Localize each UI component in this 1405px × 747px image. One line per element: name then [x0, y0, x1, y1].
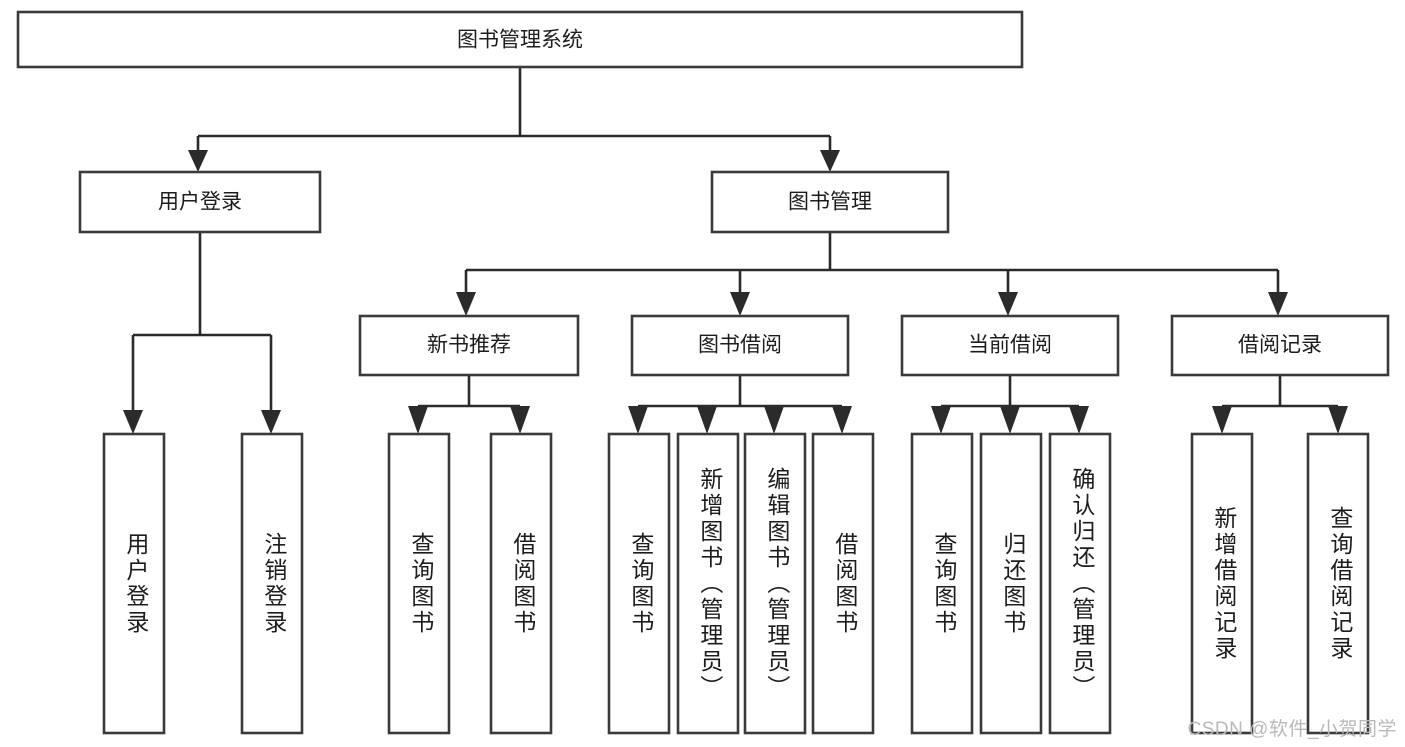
- node-user-login-label: 用户登录: [158, 191, 242, 214]
- node-user-login[interactable]: 用户登录: [78, 170, 322, 234]
- node-leaf-confirm-return[interactable]: 确认归还（管理员）: [1048, 432, 1112, 735]
- node-leaf-query-book-2[interactable]: 查询图书: [607, 432, 671, 735]
- node-leaf-edit-book-label: 编辑图书（管理员）: [764, 467, 791, 701]
- arrow-head-icon: [820, 150, 840, 172]
- arrow-head-icon: [1212, 406, 1232, 434]
- node-new-book-recommend-box[interactable]: [358, 314, 580, 377]
- node-leaf-query-record[interactable]: 查询借阅记录: [1306, 432, 1370, 735]
- connector-group-user-login: [123, 232, 281, 434]
- connector-group-book-management: [456, 232, 1288, 316]
- node-book-management-label: 图书管理: [788, 191, 872, 214]
- node-user-login-box[interactable]: [78, 170, 322, 234]
- arrow-head-icon: [697, 406, 717, 434]
- arrow-head-icon: [931, 406, 951, 434]
- node-borrow-record-label: 借阅记录: [1238, 334, 1322, 357]
- node-leaf-add-book-label: 新增图书（管理员）: [697, 467, 724, 701]
- node-new-book-recommend[interactable]: 新书推荐: [358, 314, 580, 377]
- arrow-head-icon: [123, 410, 143, 434]
- node-leaf-borrow-book-2[interactable]: 借阅图书: [811, 432, 875, 735]
- node-leaf-query-book-1[interactable]: 查询图书: [387, 432, 451, 735]
- connector-group-new-book-recommend: [408, 375, 530, 434]
- node-leaf-borrow-book-1[interactable]: 借阅图书: [489, 432, 553, 735]
- node-leaf-borrow-book-2-label: 借阅图书: [832, 532, 859, 636]
- node-leaf-edit-book[interactable]: 编辑图书（管理员）: [743, 432, 807, 735]
- arrow-head-icon: [261, 410, 281, 434]
- node-leaf-edit-book-box[interactable]: [743, 432, 807, 735]
- arrow-head-icon: [764, 406, 784, 434]
- node-book-management[interactable]: 图书管理: [710, 170, 950, 234]
- node-root-box[interactable]: [16, 10, 1024, 69]
- arrow-head-icon: [998, 292, 1018, 316]
- node-leaf-return-book-label: 归还图书: [1000, 532, 1027, 636]
- arrow-head-icon: [188, 150, 208, 172]
- arrow-head-icon: [1000, 406, 1020, 434]
- node-leaf-query-book-1-box[interactable]: [387, 432, 451, 735]
- node-book-management-box[interactable]: [710, 170, 950, 234]
- connector-group-book-borrow: [628, 375, 852, 434]
- arrow-head-icon: [1268, 292, 1288, 316]
- node-leaf-logout-login-box[interactable]: [240, 432, 304, 735]
- node-leaf-confirm-return-label: 确认归还（管理员）: [1069, 467, 1096, 701]
- node-book-borrow-box[interactable]: [630, 314, 850, 377]
- node-leaf-confirm-return-box[interactable]: [1048, 432, 1112, 735]
- node-book-borrow-label: 图书借阅: [698, 334, 782, 357]
- arrow-head-icon: [730, 292, 750, 316]
- node-leaf-add-record[interactable]: 新增借阅记录: [1190, 432, 1254, 735]
- node-leaf-user-login-box[interactable]: [102, 432, 166, 735]
- connector-group-borrow-record: [1212, 375, 1348, 434]
- node-leaf-query-book-3-label: 查询图书: [931, 532, 958, 636]
- node-leaf-borrow-book-1-box[interactable]: [489, 432, 553, 735]
- node-leaf-return-book-box[interactable]: [979, 432, 1043, 735]
- arrow-head-icon: [510, 406, 530, 434]
- node-leaf-return-book[interactable]: 归还图书: [979, 432, 1043, 735]
- node-leaf-add-record-box[interactable]: [1190, 432, 1254, 735]
- arrow-head-icon: [832, 406, 852, 434]
- node-borrow-record[interactable]: 借阅记录: [1170, 314, 1390, 377]
- node-current-borrow-label: 当前借阅: [968, 334, 1052, 357]
- node-new-book-recommend-label: 新书推荐: [427, 334, 511, 357]
- node-leaf-user-login-label: 用户登录: [123, 532, 150, 636]
- arrow-head-icon: [408, 406, 428, 434]
- node-leaf-query-record-box[interactable]: [1306, 432, 1370, 735]
- node-leaf-add-record-label: 新增借阅记录: [1211, 506, 1238, 662]
- node-leaf-add-book[interactable]: 新增图书（管理员）: [676, 432, 740, 735]
- node-leaf-query-record-label: 查询借阅记录: [1327, 506, 1354, 662]
- node-leaf-borrow-book-1-label: 借阅图书: [510, 532, 537, 636]
- arrow-head-icon: [456, 292, 476, 316]
- arrow-head-icon: [628, 406, 648, 434]
- arrow-head-icon: [1069, 406, 1089, 434]
- node-leaf-borrow-book-2-box[interactable]: [811, 432, 875, 735]
- node-book-borrow[interactable]: 图书借阅: [630, 314, 850, 377]
- node-borrow-record-box[interactable]: [1170, 314, 1390, 377]
- node-leaf-logout-login[interactable]: 注销登录: [240, 432, 304, 735]
- node-current-borrow-box[interactable]: [900, 314, 1120, 377]
- node-leaf-query-book-3-box[interactable]: [910, 432, 974, 735]
- node-root[interactable]: 图书管理系统: [16, 10, 1024, 69]
- arrow-head-icon: [1328, 406, 1348, 434]
- node-leaf-query-book-2-box[interactable]: [607, 432, 671, 735]
- node-leaf-add-book-box[interactable]: [676, 432, 740, 735]
- node-leaf-query-book-2-label: 查询图书: [628, 532, 655, 636]
- connector-group-root: [188, 67, 840, 172]
- node-leaf-query-book-1-label: 查询图书: [408, 532, 435, 636]
- node-leaf-query-book-3[interactable]: 查询图书: [910, 432, 974, 735]
- node-leaf-user-login[interactable]: 用户登录: [102, 432, 166, 735]
- node-root-label: 图书管理系统: [457, 29, 583, 52]
- node-leaf-logout-login-label: 注销登录: [261, 532, 288, 636]
- node-current-borrow[interactable]: 当前借阅: [900, 314, 1120, 377]
- watermark-text: CSDN @软件_小贺同学: [1187, 719, 1397, 740]
- connector-group-current-borrow: [931, 375, 1089, 434]
